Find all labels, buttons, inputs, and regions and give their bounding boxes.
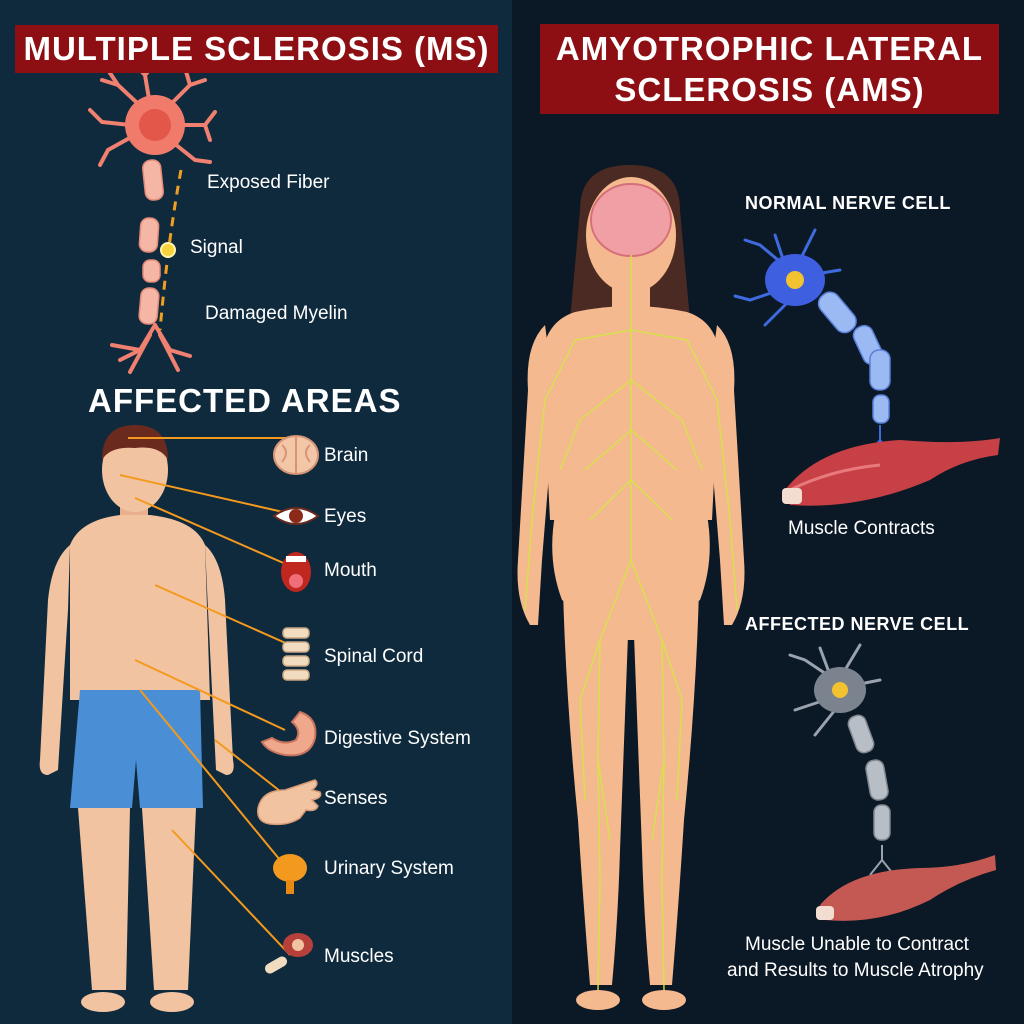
label-exposed-fiber: Exposed Fiber — [207, 172, 330, 193]
area-label-digestive-system: Digestive System — [324, 728, 471, 749]
mouth-icon — [281, 552, 311, 592]
affected-nerve-caption-line2: and Results to Muscle Atrophy — [727, 960, 984, 981]
als-female-nervous-system-figure — [517, 165, 745, 1010]
area-label-senses: Senses — [324, 788, 388, 809]
muscle-icon — [264, 933, 313, 974]
normal-nerve-caption: Muscle Contracts — [788, 518, 935, 539]
hand-icon — [257, 779, 322, 826]
area-label-brain: Brain — [324, 445, 369, 466]
als-title-line2: SCLEROSIS (AMS) — [614, 71, 925, 108]
stomach-icon — [260, 710, 317, 757]
als-title: AMYOTROPHIC LATERAL SCLEROSIS (AMS) — [540, 24, 999, 114]
spinal-cord-icon — [282, 627, 310, 681]
area-label-mouth: Mouth — [324, 560, 377, 581]
affected-nerve-caption-line1: Muscle Unable to Contract — [745, 934, 969, 955]
area-label-spinal-cord: Spinal Cord — [324, 646, 424, 667]
ms-male-body-figure — [39, 425, 234, 1012]
affected-nerve-cell-heading: AFFECTED NERVE CELL — [745, 614, 970, 634]
label-damaged-myelin: Damaged Myelin — [205, 303, 348, 324]
normal-nerve-cell-illustration — [733, 228, 1000, 506]
brain-icon — [273, 435, 319, 475]
eye-icon — [272, 507, 320, 525]
bladder-icon — [273, 854, 307, 894]
area-label-eyes: Eyes — [324, 506, 367, 527]
ms-title: MULTIPLE SCLEROSIS (MS) — [15, 25, 498, 73]
area-label-urinary-system: Urinary System — [324, 858, 454, 879]
normal-nerve-cell-heading: NORMAL NERVE CELL — [745, 193, 951, 213]
area-label-muscles: Muscles — [324, 946, 394, 967]
ms-neuron-illustration — [88, 56, 217, 374]
affected-nerve-cell-illustration — [788, 643, 996, 921]
nerve-network — [524, 255, 738, 991]
leader-lines — [119, 437, 305, 956]
affected-areas-heading: AFFECTED AREAS — [88, 382, 402, 419]
label-signal: Signal — [190, 237, 243, 258]
als-title-line1: AMYOTROPHIC LATERAL — [555, 30, 984, 67]
